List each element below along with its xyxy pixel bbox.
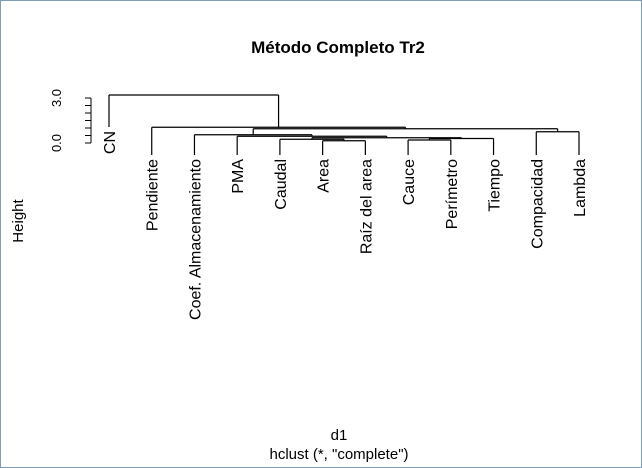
leaf-label-6: Raíz del area — [358, 159, 375, 254]
leaf-label-1: Pendiente — [145, 159, 162, 231]
dendrogram-branches — [108, 94, 580, 155]
leaf-label-7: Cauce — [401, 159, 418, 205]
leaf-label-5: Area — [316, 159, 333, 193]
leaf-label-9: Tiempo — [487, 159, 504, 212]
leaf-label-11: Lambda — [572, 159, 589, 217]
leaf-label-8: Perímetro — [444, 159, 461, 229]
leaf-label-10: Compacidad — [529, 159, 546, 249]
leaf-labels: CN Pendiente Coef. Almacenamiento PMA Caudal… — [102, 131, 589, 320]
leaf-label-0: CN — [102, 131, 119, 154]
leaf-label-3: PMA — [230, 159, 247, 194]
y-axis: 0.0 3.0 — [49, 89, 92, 152]
x-axis-label: d1 — [331, 427, 348, 444]
y-tick-label-0: 0.0 — [49, 134, 64, 152]
leaf-label-2: Coef. Almacenamiento — [187, 159, 204, 320]
leaf-label-4: Caudal — [273, 159, 290, 210]
y-tick-label-1: 3.0 — [49, 89, 64, 107]
y-axis-label: Height — [10, 198, 27, 242]
chart-title: Método Completo Tr2 — [251, 38, 425, 57]
method-sublabel: hclust (*, "complete") — [269, 446, 408, 463]
